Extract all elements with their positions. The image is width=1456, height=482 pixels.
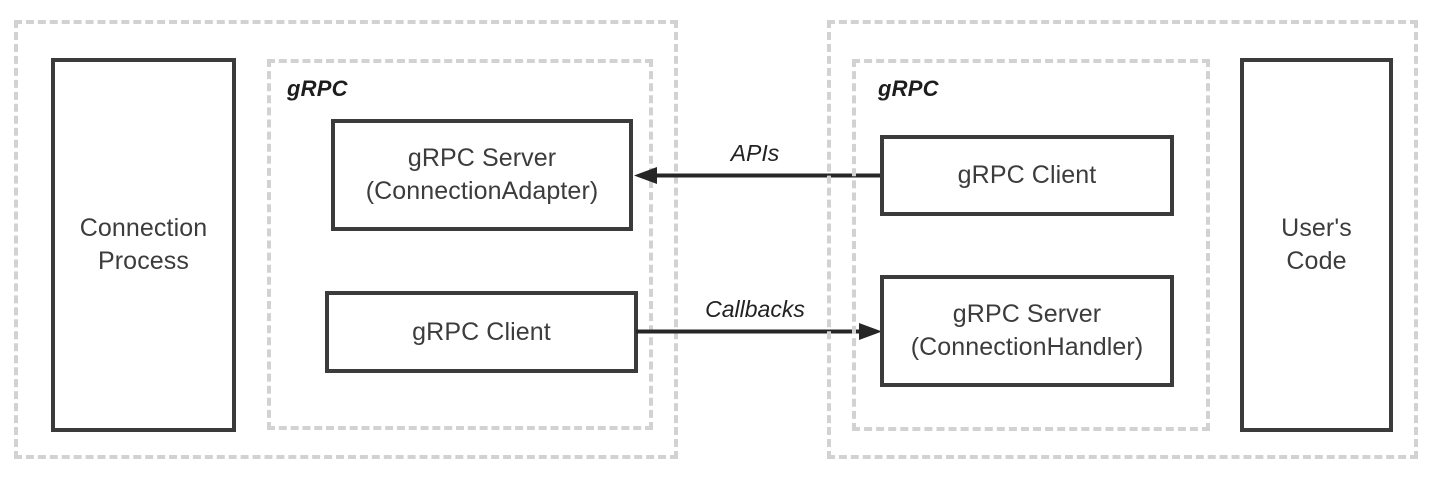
apis-edge-arrow	[634, 167, 884, 184]
grpc-right-group-title: gRPC	[878, 76, 939, 101]
grpc-client-left-box[interactable]: gRPC Client	[325, 291, 638, 373]
grpc-server-connection-adapter-label: gRPC Server (ConnectionAdapter)	[365, 144, 599, 205]
grpc-client-right-box[interactable]: gRPC Client	[880, 135, 1174, 216]
user-code-group-boundary	[827, 20, 1418, 459]
callbacks-edge-label: Callbacks	[705, 296, 805, 322]
users-code-box[interactable]: User's Code	[1240, 58, 1393, 432]
connection-process-box[interactable]: Connection Process	[51, 58, 236, 432]
apis-edge-label: APIs	[730, 140, 780, 166]
grpc-server-connection-handler-label: gRPC Server (ConnectionHandler)	[910, 300, 1144, 361]
connection-process-label: Connection Process	[79, 214, 208, 275]
users-code-label: User's Code	[1281, 214, 1352, 275]
grpc-right-group-boundary	[852, 59, 1210, 431]
grpc-server-connection-adapter-box[interactable]: gRPC Server (ConnectionAdapter)	[331, 119, 633, 231]
grpc-left-group-title: gRPC	[287, 76, 348, 101]
callbacks-edge-arrow	[636, 323, 882, 340]
grpc-client-left-label: gRPC Client	[412, 317, 551, 346]
connection-process-group-boundary	[14, 20, 678, 459]
grpc-left-group-boundary	[267, 59, 653, 430]
grpc-client-right-label: gRPC Client	[957, 161, 1097, 189]
grpc-server-connection-handler-box[interactable]: gRPC Server (ConnectionHandler)	[880, 275, 1174, 387]
